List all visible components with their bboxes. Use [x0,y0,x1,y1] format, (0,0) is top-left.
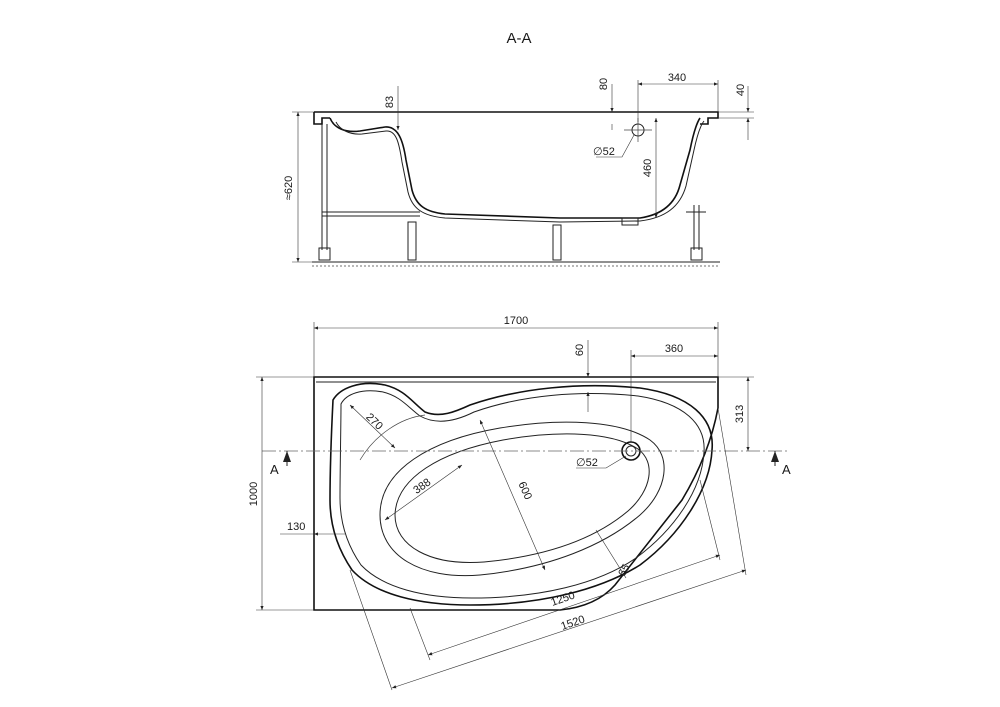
dim-seat-width: 270 [363,411,385,432]
dim-seat-depth: 388 [411,476,433,496]
dim-outer-length: 1520 [559,614,586,633]
section-marker-right: A [782,462,791,477]
tub-rim [314,111,719,125]
dim-bowl-depth: 460 [642,159,654,177]
leg-feet [318,221,703,261]
section-title: A-A [506,30,531,47]
dim-overall-height: ≈620 [283,176,295,200]
dim-drain-offset-y: 313 [734,405,746,423]
dim-corner-offset: 130 [287,521,305,533]
dim-width: 1000 [248,482,260,506]
section-marker-left: A [270,462,279,477]
top-view: A A 1700 360 60 313 1000 130 270 [248,315,791,691]
dim-rim-height: 40 [735,84,747,96]
dim-rim-offset: 60 [574,344,586,356]
dim-overflow-distance: 340 [668,72,686,84]
tub-bowl-profile [329,117,701,219]
dim-inner-length: 1250 [549,590,576,609]
dim-length: 1700 [504,315,528,327]
dim-overflow-diameter: ∅52 [593,146,615,158]
side-view: 83 80 340 40 ≈620 460 ∅52 [283,72,754,267]
dim-inner-width: 600 [516,480,534,502]
dim-drain-diameter: ∅52 [576,457,598,469]
seat-outline [329,382,713,606]
dim-drain-offset-x: 360 [665,343,683,355]
dim-overflow-offset: 80 [598,78,610,90]
dim-rim-depth: 83 [384,96,396,108]
